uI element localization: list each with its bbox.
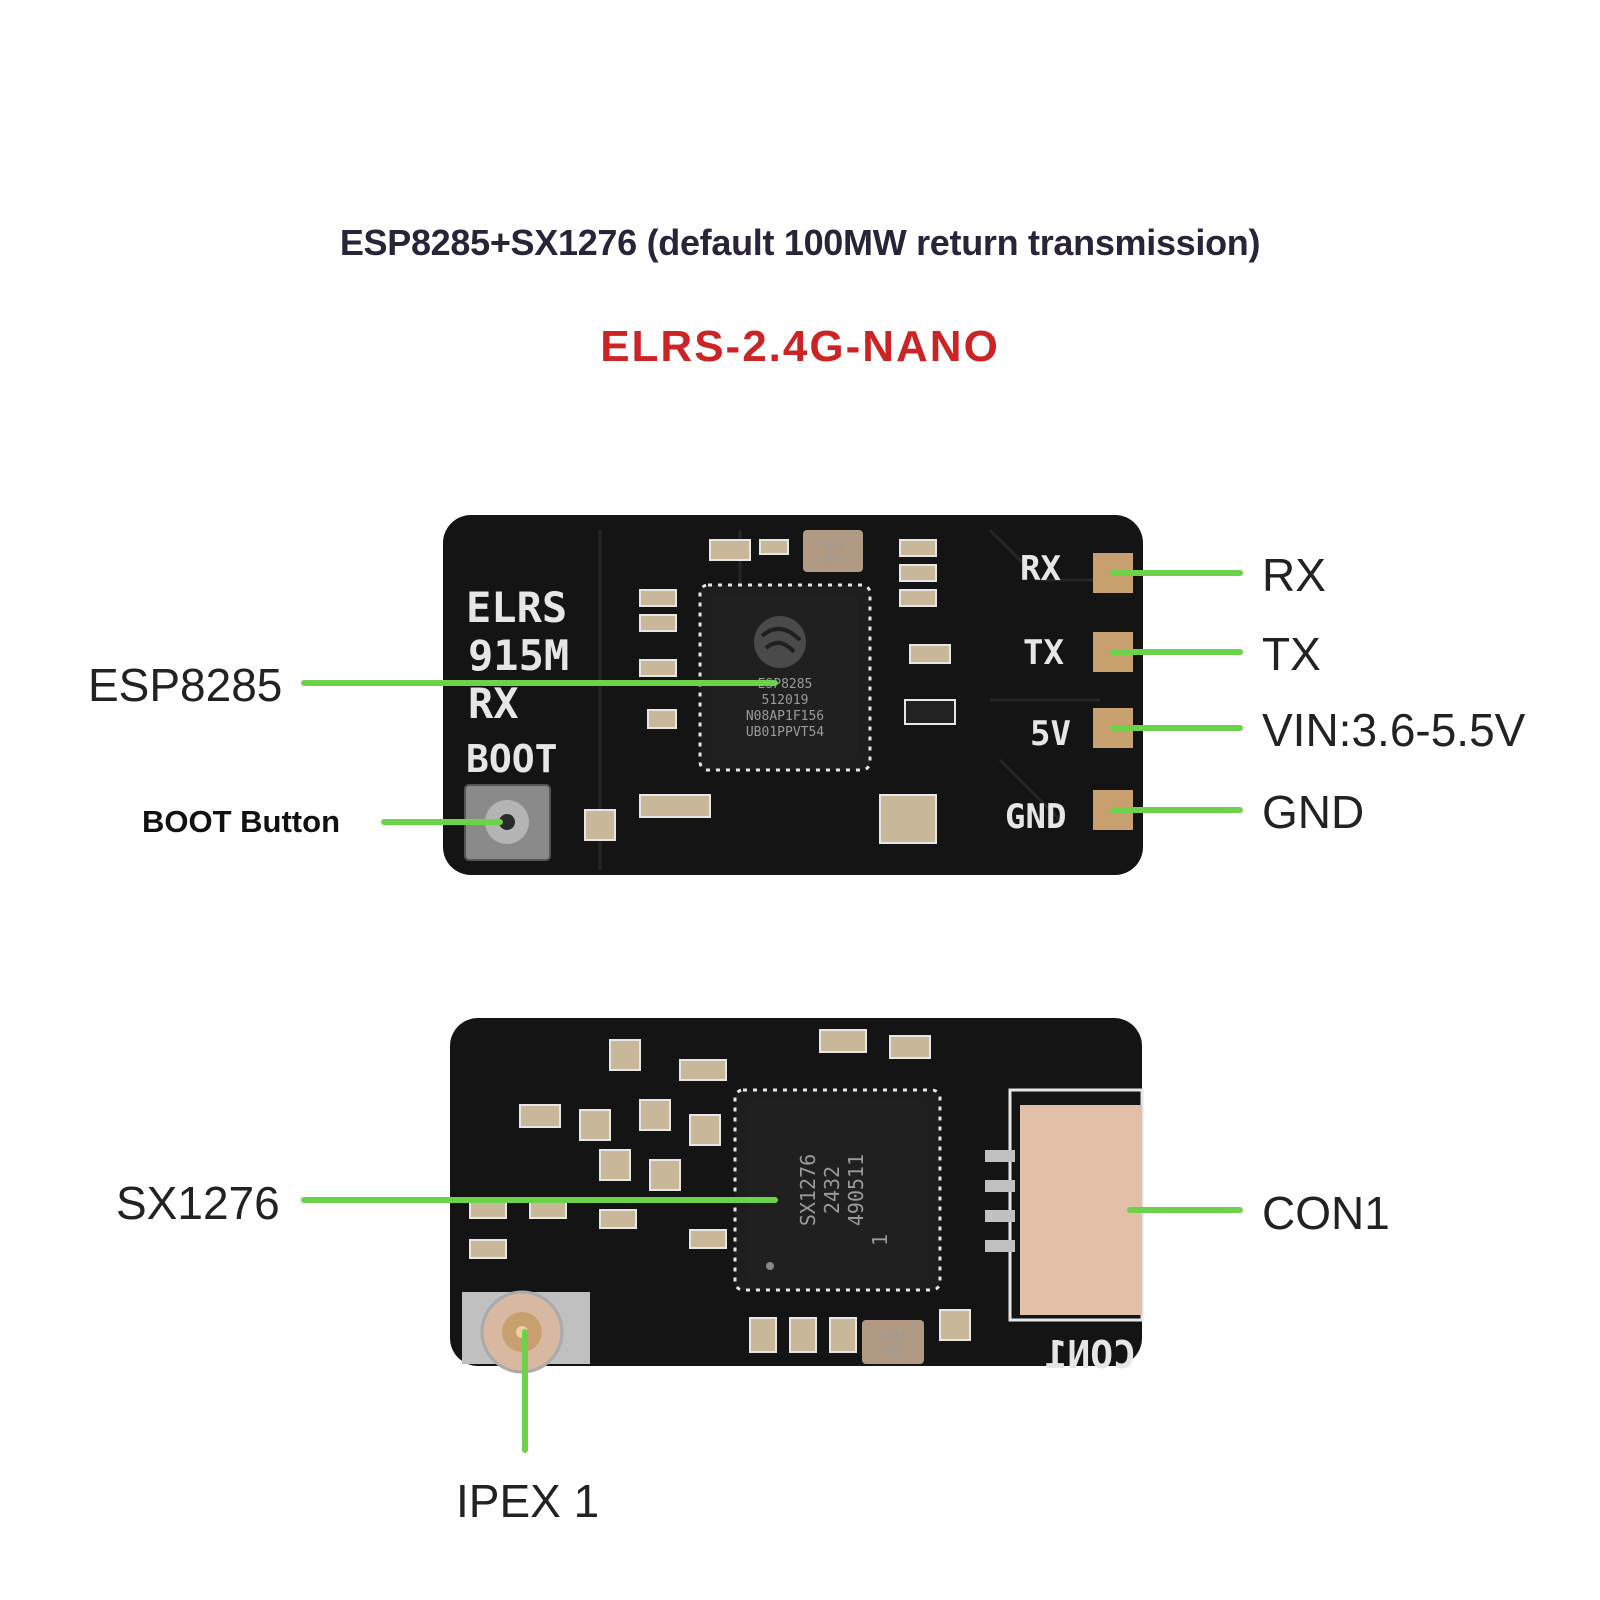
bottom-crystal: LK32 DAH [862,1320,924,1364]
silk-915m: 915M [468,631,569,680]
top-smd-components [584,539,956,844]
sx1276-chip: SX1276 2432 490511 1 [733,1088,942,1292]
bottom-smd-components [469,1029,971,1353]
top-crystal-text-1: LK26 [821,540,845,551]
sx-chip-text-4: 1 [868,1234,892,1246]
bottom-pcb-board: SX1276 2432 490511 1 [450,1018,1144,1377]
silk-pad-gnd: GND [1005,797,1066,837]
esp8285-chip: ESP8285 512019 N08AP1F156 UB01PPVT54 [698,583,872,772]
silk-boot: BOOT [466,737,558,781]
callout-sx1276: SX1276 [116,1177,280,1229]
callout-rx: RX [1262,549,1326,601]
sx-chip-text-2: 2432 [820,1166,844,1214]
top-pcb-board: ESP8285 512019 N08AP1F156 UB01PPVT54 LK2… [443,515,1143,875]
esp-chip-text-3: N08AP1F156 [746,709,824,724]
callout-boot-button: BOOT Button [142,804,341,839]
callout-vin: VIN:3.6-5.5V [1262,704,1526,756]
bottom-crystal-text-2: DAH [884,1345,902,1356]
callout-ipex1: IPEX 1 [456,1475,600,1527]
silk-pad-5v: 5V [1030,714,1071,754]
bottom-crystal-text-1: LK32 [881,1331,905,1342]
callout-gnd: GND [1262,786,1365,838]
esp-chip-text-2: 512019 [762,693,809,708]
page-title: ESP8285+SX1276 (default 100MW return tra… [339,222,1261,263]
silk-pad-tx: TX [1023,633,1064,673]
sx-chip-text-3: 490511 [844,1154,868,1226]
silk-elrs: ELRS [466,583,567,632]
top-crystal-text-2: DAH [824,554,842,565]
silk-con1: CON1 [1044,1333,1136,1377]
con1-connector [985,1088,1144,1322]
top-crystal: LK26 DAH [803,530,863,572]
callout-esp8285: ESP8285 [88,659,283,711]
sx-chip-text-1: SX1276 [796,1154,820,1226]
callout-con1: CON1 [1262,1187,1390,1239]
silk-pad-rx: RX [1020,549,1061,589]
page-subtitle: ELRS-2.4G-NANO [600,322,1000,371]
esp-chip-text-4: UB01PPVT54 [746,725,824,740]
ipex-connector [462,1290,590,1374]
silk-rx-label: RX [468,679,519,728]
callout-tx: TX [1262,628,1321,680]
